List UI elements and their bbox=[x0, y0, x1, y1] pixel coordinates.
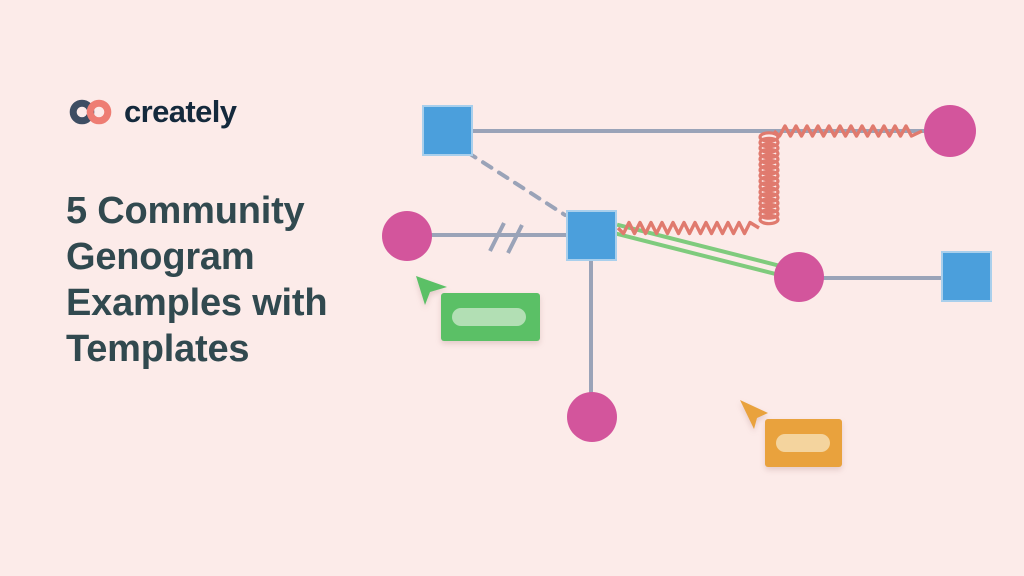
male-node-right bbox=[941, 251, 992, 302]
female-node-top-right bbox=[924, 105, 976, 157]
collaborator-cursor-green bbox=[416, 276, 447, 305]
separation-slash-1 bbox=[488, 222, 506, 252]
page-title: 5 Community Genogram Examples with Templ… bbox=[66, 188, 328, 372]
coil-loop bbox=[758, 202, 780, 215]
coil-loop bbox=[758, 186, 780, 198]
male-node-center bbox=[566, 210, 617, 261]
coil-loop bbox=[758, 197, 780, 209]
coil-loop bbox=[758, 153, 780, 165]
collaborator-cursor-green-group bbox=[416, 276, 540, 341]
male-node-top-left bbox=[422, 105, 473, 156]
coil-loop bbox=[758, 169, 780, 182]
label-text-placeholder bbox=[776, 434, 830, 452]
coil-loop bbox=[758, 136, 780, 149]
coil-loop bbox=[758, 147, 780, 160]
close-relationship-line bbox=[614, 231, 778, 277]
title-line-2: Genogram bbox=[66, 236, 255, 278]
female-node-middle-right bbox=[774, 252, 824, 302]
collaborator-cursor-orange bbox=[740, 400, 768, 429]
coil-loop bbox=[758, 175, 780, 187]
logo-ring-salmon-icon bbox=[86, 99, 112, 124]
coil-loop bbox=[758, 208, 780, 220]
coil-loop bbox=[758, 180, 780, 193]
distant-relationship-line bbox=[465, 150, 567, 217]
conflict-line-vertical bbox=[758, 131, 780, 226]
creately-logo-text: creately bbox=[124, 94, 237, 129]
label-text-placeholder bbox=[452, 308, 526, 326]
conflict-line-top bbox=[772, 124, 923, 138]
coil-loop bbox=[758, 131, 780, 143]
coil-loop bbox=[758, 164, 780, 176]
title-line-4: Templates bbox=[66, 328, 250, 370]
female-node-left bbox=[382, 211, 432, 261]
coil-loop bbox=[758, 191, 780, 204]
creately-logo-icon bbox=[69, 99, 112, 124]
coil-loop bbox=[758, 213, 780, 226]
female-node-bottom bbox=[567, 392, 617, 442]
collaborator-cursor-orange-group bbox=[740, 400, 842, 467]
coil-loop bbox=[758, 142, 780, 154]
conflict-line-bottom bbox=[616, 220, 760, 236]
separation-slash-2 bbox=[506, 224, 524, 254]
title-line-3: Examples with bbox=[66, 282, 328, 324]
creately-logo: creately bbox=[69, 94, 237, 129]
coil-loop bbox=[758, 158, 780, 171]
title-line-1: 5 Community bbox=[66, 190, 305, 232]
